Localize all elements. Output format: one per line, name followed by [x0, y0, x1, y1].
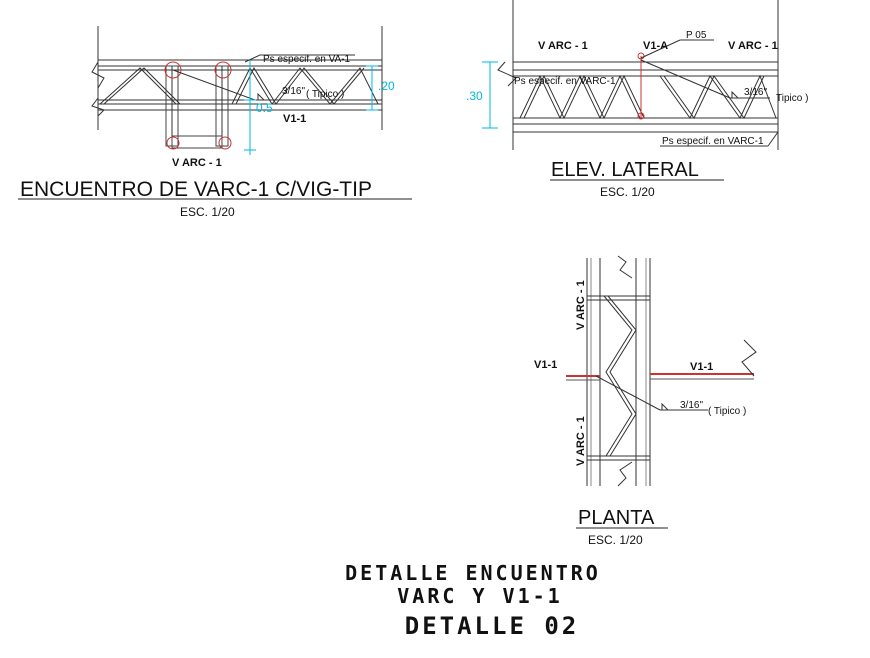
detail2-plate: P 05: [686, 30, 707, 41]
detail2-label-varc-right: V ARC - 1: [728, 40, 778, 52]
detail1-title: ENCUENTRO DE VARC-1 C/VIG-TIP: [20, 178, 372, 201]
detail1-weld-note: ( Tipico ): [306, 89, 344, 100]
detail2-weld-size: 3/16": [744, 87, 767, 98]
detail1-scale: ESC. 1/20: [180, 205, 235, 219]
detail-encuentro: [18, 26, 412, 200]
detail-elev-lateral: [482, 0, 779, 181]
detail3-scale: ESC. 1/20: [588, 533, 643, 547]
detail2-title: ELEV. LATERAL: [551, 159, 699, 181]
detail2-ps-note-top: Ps especif. en VARC-1: [514, 76, 616, 87]
detail3-label-v11-right: V1-1: [690, 361, 713, 373]
detail-planta: [566, 255, 757, 487]
detail1-dim-20: .20: [378, 79, 395, 93]
detail3-weld-note: ( Tipico ): [708, 406, 746, 417]
detail1-weld-size: 3/16": [282, 86, 305, 97]
detail1-label-varc: V ARC - 1: [172, 157, 222, 169]
detail2-weld-note: Tipico ): [776, 93, 808, 104]
sheet-title-line1: DETALLE ENCUENTRO: [345, 561, 601, 585]
sheet-title-line3: DETALLE 02: [405, 612, 580, 640]
detail2-label-v1a: V1-A: [643, 40, 668, 52]
detail1-dim-05: 0.5: [256, 101, 273, 115]
detail2-dim-30: .30: [466, 89, 483, 103]
sheet-title-line2: VARC Y V1-1: [397, 584, 562, 608]
detail2-ps-note-bottom: Ps especif. en VARC-1: [662, 136, 764, 147]
detail3-title: PLANTA: [578, 507, 655, 529]
detail1-label-v11: V1-1: [283, 113, 306, 125]
detail2-scale: ESC. 1/20: [600, 185, 655, 199]
detail3-label-varc-top: V ARC - 1: [575, 280, 587, 330]
detail3-weld-size: 3/16": [680, 400, 703, 411]
detail3-label-v11-left: V1-1: [534, 359, 557, 371]
detail1-ps-note: Ps especif. en VA-1: [263, 54, 351, 65]
detail2-label-varc-left: V ARC - 1: [538, 40, 588, 52]
detail3-label-varc-bottom: V ARC - 1: [575, 416, 587, 466]
